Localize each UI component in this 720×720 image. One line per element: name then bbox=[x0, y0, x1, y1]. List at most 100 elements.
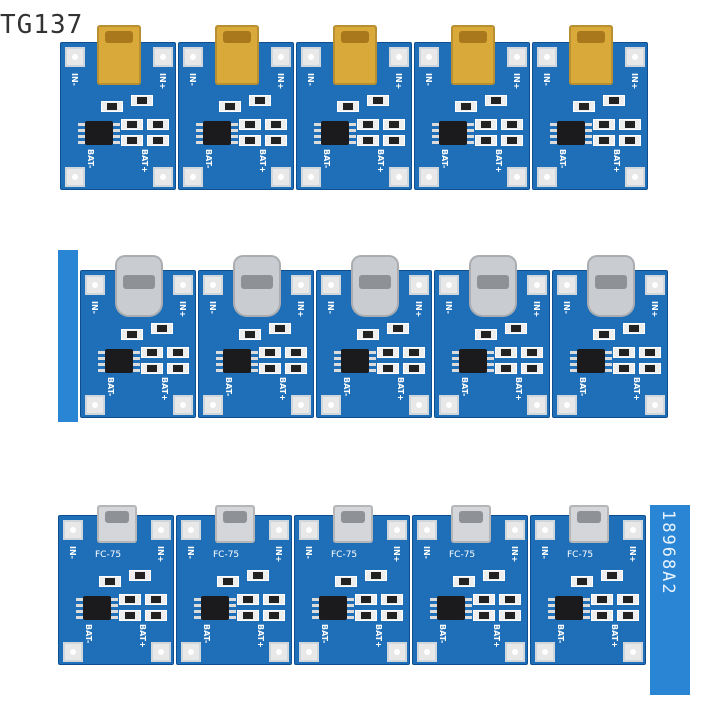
smd-resistor bbox=[365, 570, 387, 581]
smd-resistor bbox=[147, 119, 169, 130]
smd-resistor bbox=[99, 576, 121, 587]
strip-label: 18968A2 bbox=[658, 510, 678, 596]
chip-pin bbox=[570, 351, 577, 354]
smd-resistor bbox=[501, 119, 523, 130]
smd-resistor bbox=[131, 95, 153, 106]
chip-pin bbox=[432, 141, 439, 144]
chip-pin bbox=[76, 598, 83, 601]
chip-pin bbox=[605, 369, 612, 372]
label-bat-minus: BAT- bbox=[224, 377, 233, 397]
solder-pad bbox=[505, 642, 525, 662]
usb-c-connector bbox=[587, 255, 635, 317]
chip-pin bbox=[550, 129, 557, 132]
label-in-plus: IN+ bbox=[628, 546, 637, 563]
label-bat-minus: BAT- bbox=[204, 149, 213, 169]
smd-resistor bbox=[617, 610, 639, 621]
solder-pad bbox=[299, 642, 319, 662]
chip-pin bbox=[251, 351, 258, 354]
label-bat-plus: BAT+ bbox=[632, 377, 641, 401]
label-in-plus: IN+ bbox=[296, 301, 305, 318]
label-bat-plus: BAT+ bbox=[612, 149, 621, 173]
ic-chip bbox=[459, 349, 487, 373]
solder-pad bbox=[299, 520, 319, 540]
chip-pin bbox=[78, 129, 85, 132]
solder-pad bbox=[301, 167, 321, 187]
smd-resistor bbox=[367, 95, 389, 106]
chip-pin bbox=[347, 604, 354, 607]
charger-board: IN-IN+BAT-BAT+ bbox=[532, 42, 648, 190]
smd-resistor bbox=[237, 594, 259, 605]
chip-pin bbox=[312, 616, 319, 619]
chip-pin bbox=[229, 604, 236, 607]
smd-resistor bbox=[247, 570, 269, 581]
chip-pin bbox=[467, 129, 474, 132]
chip-pin bbox=[98, 351, 105, 354]
connector-opening bbox=[341, 511, 365, 523]
chip-pin bbox=[231, 141, 238, 144]
mini-usb-connector bbox=[451, 25, 495, 85]
micro-usb-connector bbox=[215, 505, 255, 543]
smd-resistor bbox=[483, 570, 505, 581]
smd-resistor bbox=[475, 135, 497, 146]
label-model: FC-75 bbox=[449, 550, 476, 560]
chip-pin bbox=[452, 363, 459, 366]
chip-pin bbox=[347, 598, 354, 601]
chip-pin bbox=[216, 357, 223, 360]
solder-pad bbox=[645, 275, 665, 295]
smd-resistor bbox=[337, 101, 359, 112]
label-bat-minus: BAT- bbox=[106, 377, 115, 397]
chip-pin bbox=[196, 141, 203, 144]
chip-pin bbox=[465, 598, 472, 601]
smd-resistor bbox=[335, 576, 357, 587]
solder-pad bbox=[153, 47, 173, 67]
label-in-minus: IN- bbox=[444, 301, 453, 314]
chip-pin bbox=[548, 604, 555, 607]
solder-pad bbox=[537, 47, 557, 67]
chip-pin bbox=[314, 123, 321, 126]
smd-resistor bbox=[473, 594, 495, 605]
label-model: FC-75 bbox=[567, 550, 594, 560]
solder-pad bbox=[527, 275, 547, 295]
solder-pad bbox=[291, 395, 311, 415]
chip-pin bbox=[113, 123, 120, 126]
label-in-plus: IN+ bbox=[512, 73, 521, 90]
smd-resistor bbox=[141, 347, 163, 358]
smd-resistor bbox=[499, 610, 521, 621]
chip-pin bbox=[312, 604, 319, 607]
connector-opening bbox=[459, 31, 487, 43]
label-model: FC-75 bbox=[213, 550, 240, 560]
smd-resistor bbox=[167, 363, 189, 374]
smd-resistor bbox=[129, 570, 151, 581]
chip-pin bbox=[432, 129, 439, 132]
smd-resistor bbox=[239, 119, 261, 130]
chip-pin bbox=[548, 616, 555, 619]
solder-pad bbox=[439, 275, 459, 295]
solder-pad bbox=[271, 47, 291, 67]
solder-pad bbox=[417, 642, 437, 662]
chip-pin bbox=[98, 369, 105, 372]
smd-resistor bbox=[121, 135, 143, 146]
chip-pin bbox=[430, 610, 437, 613]
chip-pin bbox=[465, 616, 472, 619]
ic-chip bbox=[321, 121, 349, 145]
solder-pad bbox=[389, 47, 409, 67]
solder-pad bbox=[63, 520, 83, 540]
solder-pad bbox=[65, 167, 85, 187]
label-bat-minus: BAT- bbox=[202, 624, 211, 644]
solder-pad bbox=[173, 395, 193, 415]
solder-pad bbox=[203, 395, 223, 415]
smd-resistor bbox=[485, 95, 507, 106]
solder-pad bbox=[85, 275, 105, 295]
label-model: FC-75 bbox=[331, 550, 358, 560]
chip-pin bbox=[583, 598, 590, 601]
smd-resistor bbox=[593, 135, 615, 146]
smd-resistor bbox=[381, 594, 403, 605]
chip-pin bbox=[229, 616, 236, 619]
chip-pin bbox=[570, 369, 577, 372]
smd-resistor bbox=[167, 347, 189, 358]
solder-pad bbox=[183, 167, 203, 187]
connector-opening bbox=[577, 31, 605, 43]
chip-pin bbox=[430, 616, 437, 619]
connector-opening bbox=[341, 31, 369, 43]
solder-pad bbox=[417, 520, 437, 540]
